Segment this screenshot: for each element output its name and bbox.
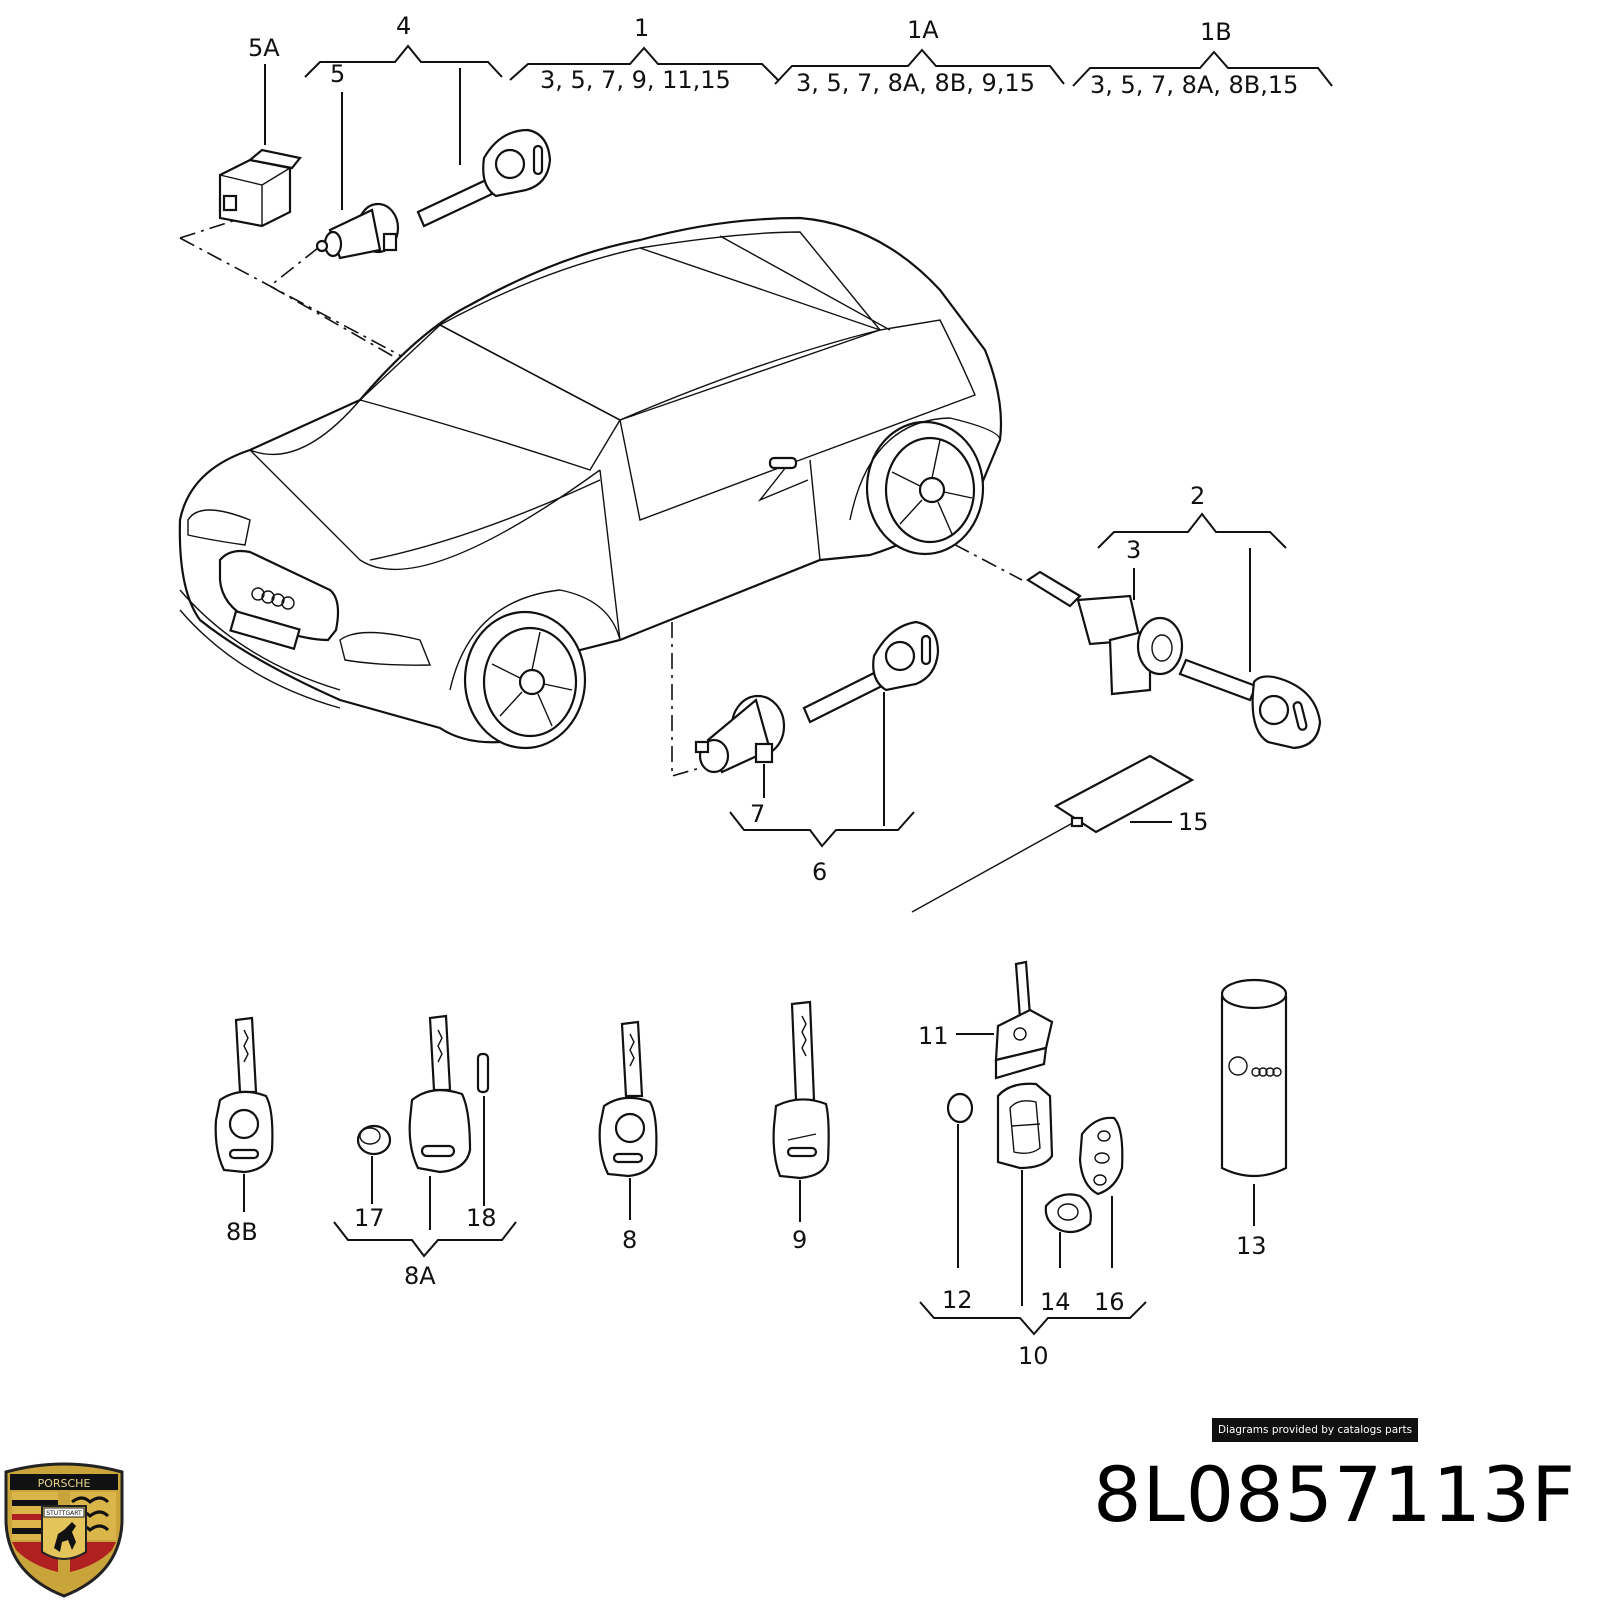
part-15-label-tag: 15 [911,754,1209,913]
callout-16: 16 [1094,1288,1125,1316]
part-8-key: 8 [598,1020,658,1254]
group-bracket-1b: 1B 3, 5, 7, 8A, 8B,15 [1072,18,1333,99]
porsche-crest-logo: PORSCHE STUTTGART [4,1462,124,1598]
callout-14: 14 [1040,1288,1071,1316]
logo-city-text: STUTTGART [46,1510,82,1517]
part-2-key [1178,548,1322,750]
diagram-credit-badge: Diagrams provided by catalogs parts [1212,1418,1418,1442]
group-bracket-1: 1 3, 5, 7, 9, 11,15 [509,14,779,94]
callout-18: 18 [466,1204,497,1232]
group-bracket-4: 4 [304,12,503,78]
part-9-key: 9 [772,1000,830,1254]
part-13-canister: 13 [1220,978,1288,1260]
callout-8b: 8B [226,1218,258,1246]
group-contents-1b: 3, 5, 7, 8A, 8B,15 [1090,71,1298,99]
group-label-4: 4 [396,12,411,40]
part-18-bulb: 18 [466,1052,497,1232]
group-label-1: 1 [634,14,649,42]
part-8a-key [408,1014,472,1230]
group-label-1b: 1B [1200,18,1232,46]
part-number: 8L0857113F [1093,1450,1576,1539]
group-label-1a: 1A [907,16,939,44]
four-rings-emblem [251,587,295,610]
car-illustration [178,216,1003,750]
group-bracket-2: 2 [1097,482,1287,549]
group-label-8a: 8A [404,1262,436,1290]
part-11-key-blade: 11 [918,960,1054,1080]
callout-12: 12 [942,1286,973,1314]
group-bracket-8a: 8A [333,1221,517,1290]
part-3-door-lock: 3 [1025,536,1184,696]
group-bracket-1a: 1A 3, 5, 7, 8A, 8B, 9,15 [774,16,1065,97]
part-5a-switch: 5A [218,34,302,228]
part-4-key [416,68,552,228]
part-10-remote-housing [996,1082,1054,1306]
group-label-10: 10 [1018,1342,1049,1370]
callout-5: 5 [330,60,345,88]
group-bracket-6: 6 [729,811,915,886]
leader-5a [179,219,237,239]
callout-15: 15 [1178,808,1209,836]
group-contents-1: 3, 5, 7, 9, 11,15 [540,66,731,94]
callout-9: 9 [792,1226,807,1254]
logo-brand-text: PORSCHE [38,1477,91,1490]
callout-8: 8 [622,1226,637,1254]
callout-11: 11 [918,1022,949,1050]
part-5-lock-cylinder: 5 [315,60,400,260]
part-7-ignition-lock: 7 [694,694,786,828]
part-14-seal: 14 [1040,1193,1092,1316]
part-17-battery: 17 [354,1124,392,1232]
callout-3: 3 [1126,536,1141,564]
part-6-key [802,620,940,826]
group-label-2: 2 [1190,482,1205,510]
callout-17: 17 [354,1204,385,1232]
callout-5a: 5A [248,34,280,62]
callout-13: 13 [1236,1232,1267,1260]
canister-rings-emblem [1251,1067,1282,1077]
callout-7: 7 [750,800,765,828]
group-label-6: 6 [812,858,827,886]
part-8b-key: 8B [214,1016,274,1246]
group-contents-1a: 3, 5, 7, 8A, 8B, 9,15 [796,69,1035,97]
part-16-button-pad: 16 [1078,1116,1125,1316]
group-bracket-10: 10 [919,1301,1147,1370]
part-12-cap: 12 [942,1092,974,1314]
